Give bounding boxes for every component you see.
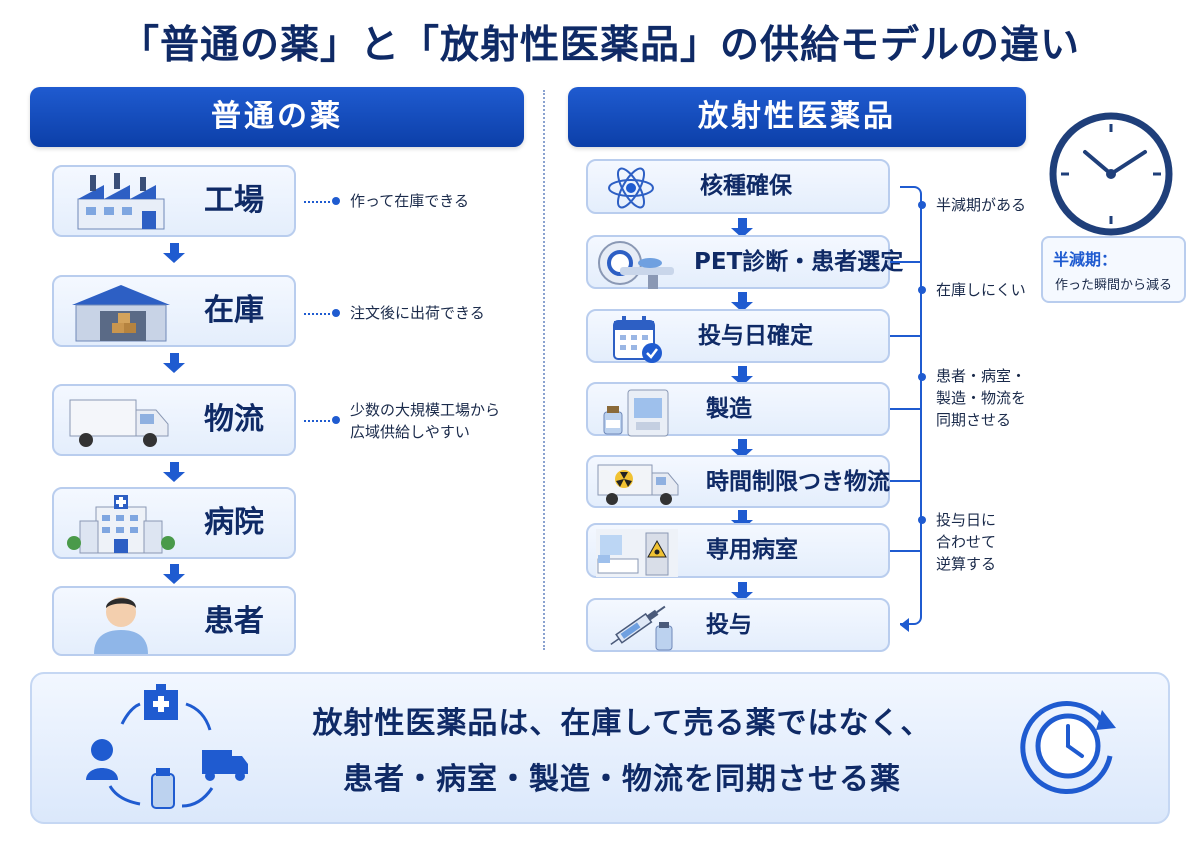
summary-panel: 放射性医薬品は、在庫して売る薬ではなく、 患者・病室・製造・物流を同期させる薬 bbox=[30, 672, 1170, 824]
right-step-production: 製造 bbox=[586, 382, 890, 437]
bracket-tick bbox=[890, 261, 922, 263]
bracket-tick bbox=[890, 550, 922, 552]
left-note: 少数の大規模工場から bbox=[350, 401, 501, 419]
patient-icon bbox=[94, 597, 148, 654]
right-step-label: 投与 bbox=[706, 612, 752, 638]
right-note: 患者・病室・ bbox=[936, 367, 1027, 385]
truck-icon bbox=[69, 399, 169, 447]
left-step-label: 物流 bbox=[204, 402, 264, 437]
note-connector bbox=[304, 313, 330, 315]
left-step-factory: 工場 bbox=[52, 165, 296, 237]
hospital-icon bbox=[67, 495, 175, 554]
radioactive-truck-icon bbox=[597, 464, 679, 505]
right-step-label: 核種確保 bbox=[700, 173, 792, 199]
right-note: 投与日に bbox=[936, 511, 997, 529]
note-bullet bbox=[918, 373, 926, 381]
left-note: 作って在庫できる bbox=[350, 192, 469, 210]
bracket-tick bbox=[890, 480, 922, 482]
left-step-label: 在庫 bbox=[204, 293, 264, 328]
right-step-pet: PET診断・患者選定 bbox=[586, 235, 903, 289]
clock-icon bbox=[1049, 112, 1173, 236]
warehouse-icon bbox=[72, 285, 170, 342]
hospital-room-icon bbox=[596, 529, 678, 577]
sync-bracket bbox=[900, 186, 922, 625]
right-note: 逆算する bbox=[936, 555, 997, 573]
right-step-transport: 時間制限つき物流 bbox=[586, 455, 890, 508]
right-step-date: 投与日確定 bbox=[586, 309, 890, 363]
summary-line-1: 放射性医薬品は、在庫して売る薬ではなく、 bbox=[312, 706, 932, 741]
left-note: 広域供給しやすい bbox=[350, 423, 470, 441]
halflife-callout: 半減期： 作った瞬間から減る bbox=[1041, 236, 1186, 303]
right-column-header: 放射性医薬品 bbox=[568, 87, 1026, 147]
right-note: 合わせて bbox=[936, 533, 997, 551]
factory-icon bbox=[77, 173, 165, 230]
halflife-title: 半減期： bbox=[1053, 250, 1118, 269]
right-step-label: 製造 bbox=[706, 396, 752, 422]
left-step-logistics: 物流 bbox=[52, 384, 296, 456]
pet-scanner-icon bbox=[598, 241, 674, 289]
left-step-label: 患者 bbox=[204, 604, 264, 639]
note-bullet bbox=[332, 416, 340, 424]
left-column-header: 普通の薬 bbox=[30, 87, 524, 147]
note-bullet bbox=[332, 309, 340, 317]
clock-cycle-icon bbox=[1020, 701, 1116, 795]
note-bullet bbox=[918, 516, 926, 524]
syringe-icon bbox=[610, 605, 673, 651]
note-bullet bbox=[918, 201, 926, 209]
bracket-tick bbox=[890, 335, 922, 337]
left-step-inventory: 在庫 bbox=[52, 275, 296, 347]
left-step-label: 工場 bbox=[204, 183, 264, 218]
right-step-label: 時間制限つき物流 bbox=[706, 469, 890, 495]
right-step-label: 投与日確定 bbox=[698, 323, 813, 349]
right-step-isotope: 核種確保 bbox=[586, 159, 890, 214]
page-title: 「普通の薬」と「放射性医薬品」の供給モデルの違い bbox=[119, 23, 1080, 68]
right-note: 半減期がある bbox=[936, 196, 1027, 214]
note-bullet bbox=[332, 197, 340, 205]
right-step-label: PET診断・患者選定 bbox=[694, 249, 904, 275]
note-bullet bbox=[918, 286, 926, 294]
left-step-patient: 患者 bbox=[52, 586, 296, 656]
summary-line-2: 患者・病室・製造・物流を同期させる薬 bbox=[343, 762, 901, 797]
right-step-room: 専用病室 bbox=[586, 523, 890, 578]
halflife-text: 作った瞬間から減る bbox=[1055, 278, 1173, 293]
column-divider bbox=[543, 90, 545, 650]
note-connector bbox=[304, 201, 330, 203]
left-note: 注文後に出荷できる bbox=[350, 304, 485, 322]
right-note: 在庫しにくい bbox=[936, 281, 1026, 299]
production-machine-icon bbox=[603, 389, 669, 437]
left-step-hospital: 病院 bbox=[52, 487, 296, 559]
calendar-check-icon bbox=[613, 316, 662, 363]
cycle-icon bbox=[86, 684, 248, 809]
atom-icon bbox=[608, 167, 654, 209]
right-step-label: 専用病室 bbox=[706, 537, 798, 563]
right-note: 同期させる bbox=[936, 411, 1012, 429]
note-connector bbox=[304, 420, 330, 422]
right-step-administration: 投与 bbox=[586, 598, 890, 652]
bracket-arrowhead bbox=[900, 618, 909, 632]
bracket-tick bbox=[890, 408, 922, 410]
left-step-label: 病院 bbox=[204, 505, 264, 540]
right-note: 製造・物流を bbox=[936, 389, 1027, 407]
